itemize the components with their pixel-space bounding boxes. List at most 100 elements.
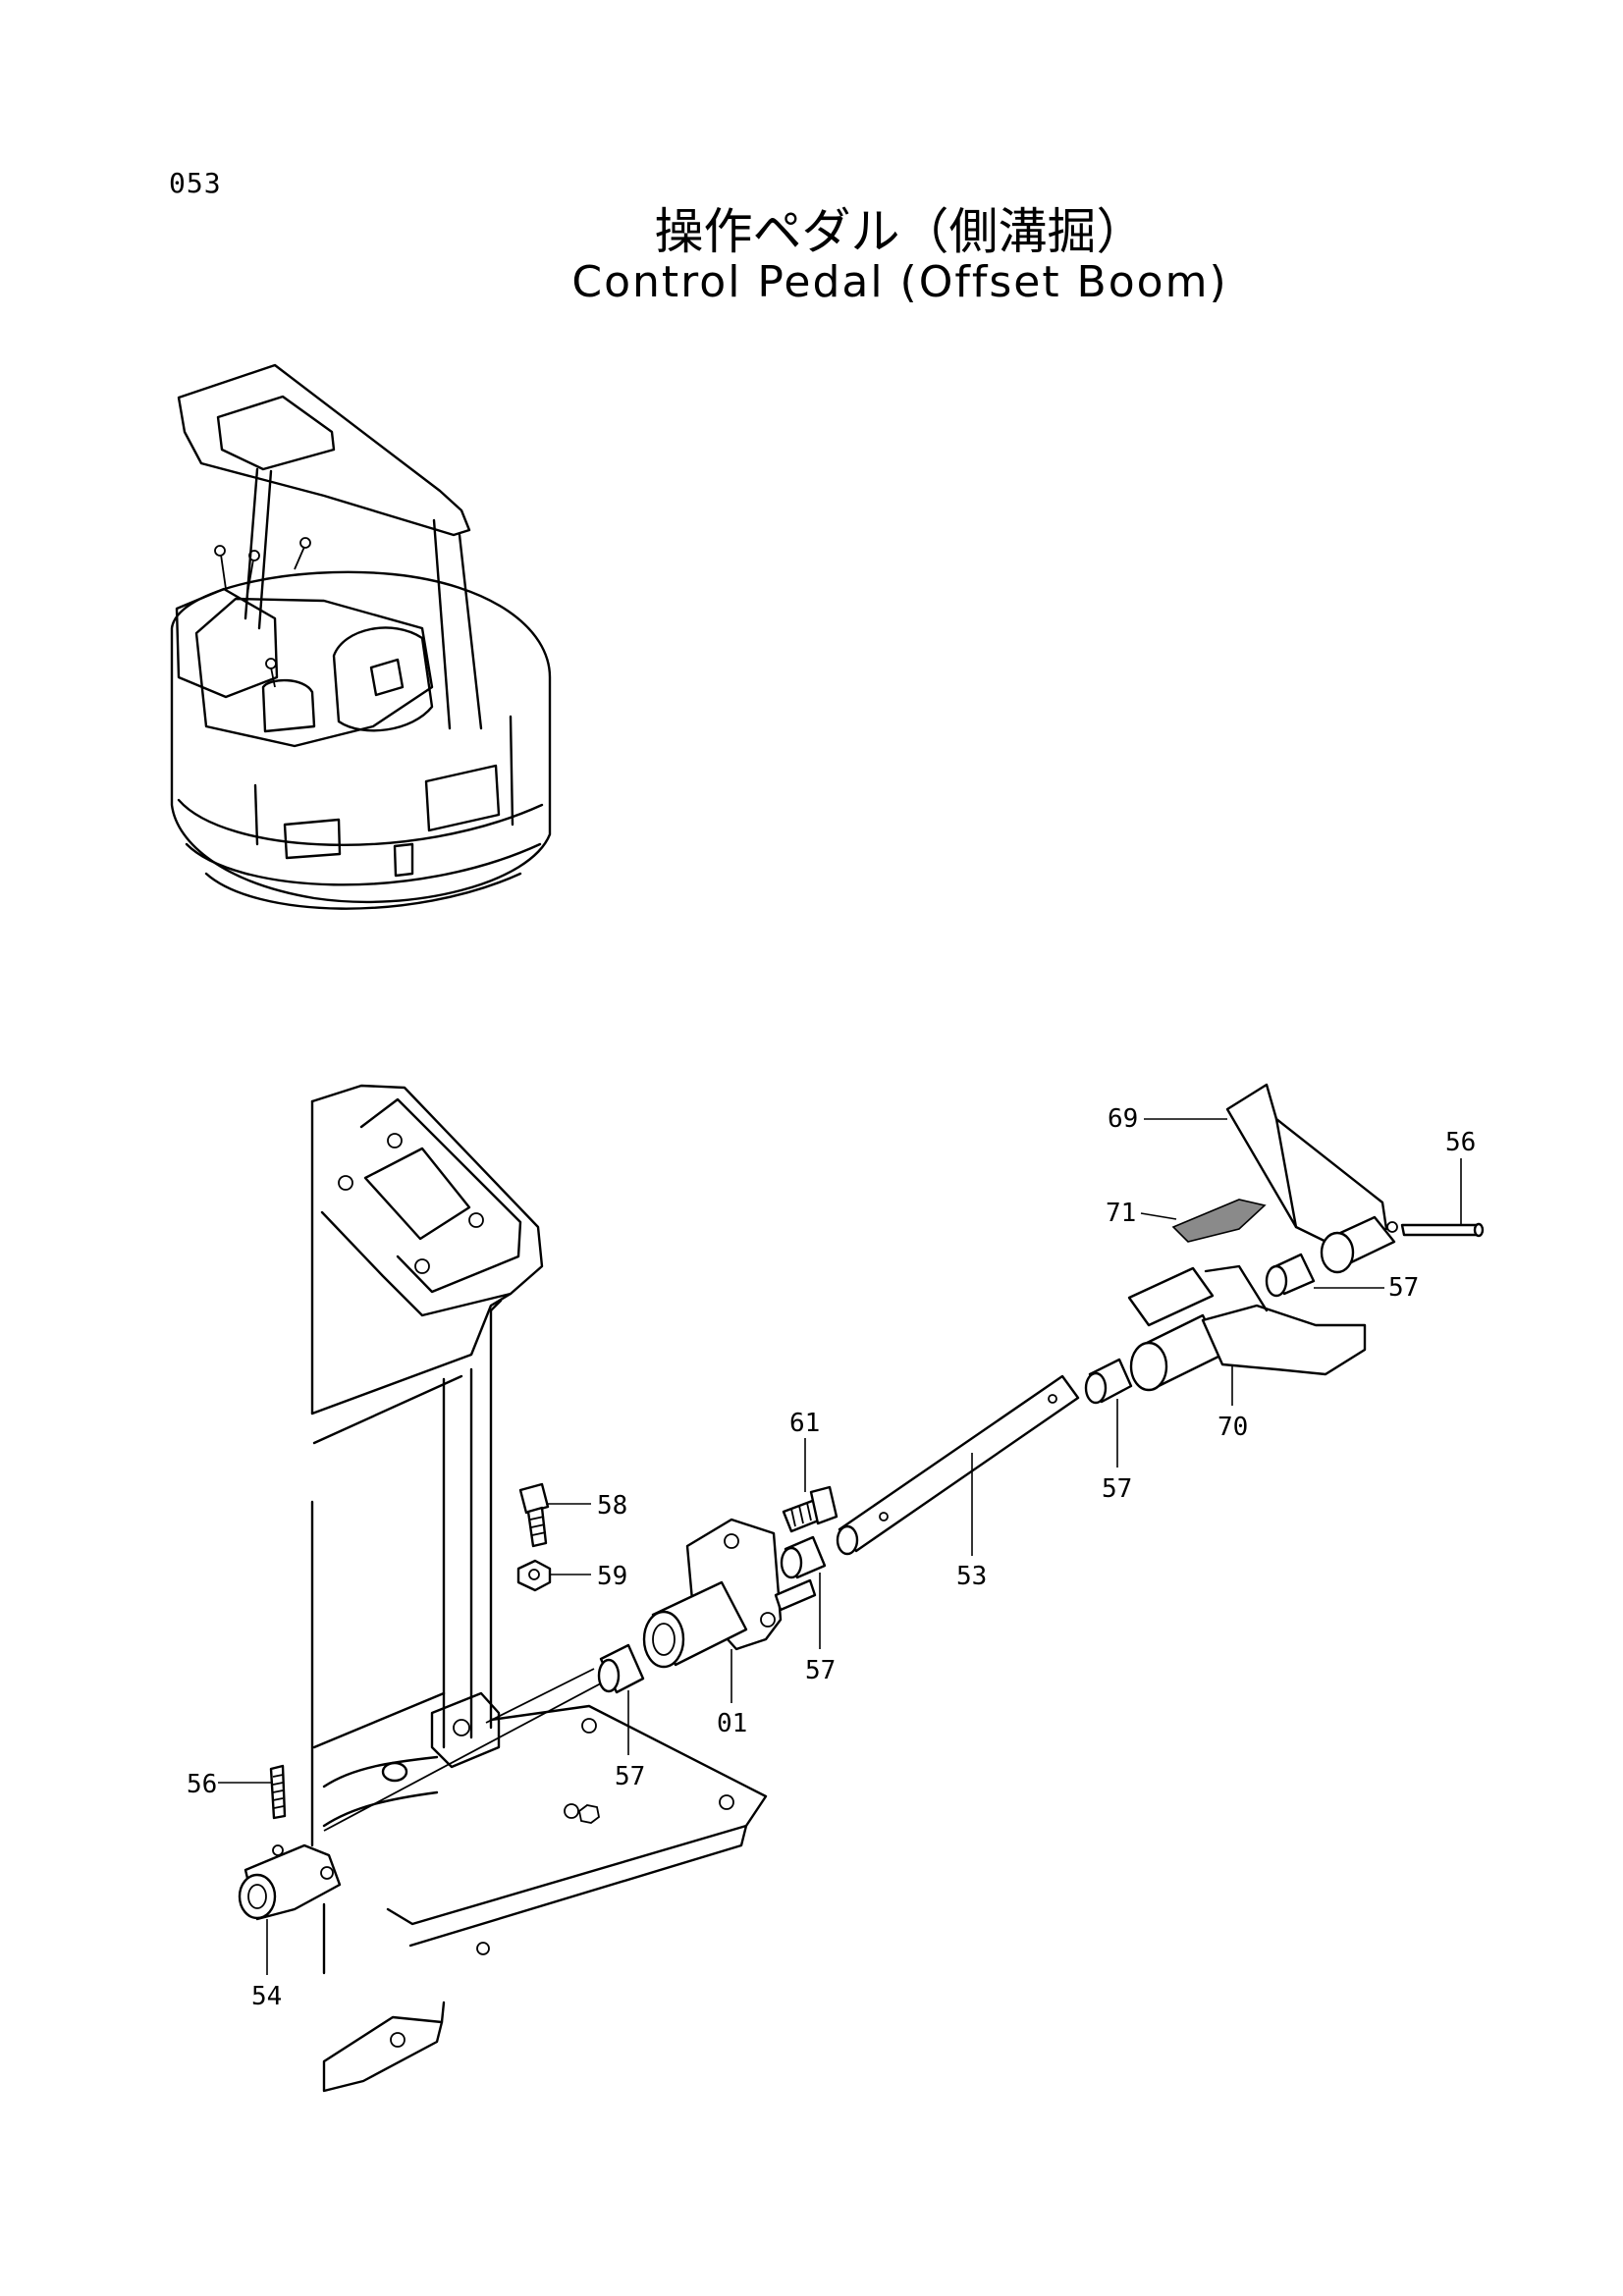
base-plate	[386, 1704, 768, 1926]
lever-4	[270, 667, 276, 688]
part-56-pin-upper	[1400, 1223, 1482, 1237]
part-71-pedal-pad	[1171, 1199, 1267, 1243]
callout-01: 01	[717, 1709, 747, 1738]
base-nut	[578, 1804, 600, 1824]
pivot-block	[430, 1691, 501, 1769]
bottom-bracket-hole	[390, 2032, 406, 2048]
part-58-thread	[529, 1516, 547, 1536]
body-seam-2	[509, 715, 514, 827]
part-70-arm-edge	[1204, 1264, 1269, 1312]
linkage-rod-upper	[322, 1755, 439, 1789]
part-70-pedal-arm	[1201, 1304, 1367, 1376]
base-hole-4	[476, 1942, 490, 1955]
bottom-bracket	[322, 2015, 444, 2093]
pivot-block-hole	[453, 1719, 470, 1736]
frame-back-line	[312, 1691, 446, 1749]
callout-53: 53	[956, 1562, 987, 1591]
frame-plate-opening	[363, 1147, 471, 1241]
callout-57-lower: 57	[615, 1762, 645, 1791]
callout-56-lower: 56	[187, 1770, 217, 1799]
side-handle	[393, 842, 414, 878]
base-plate-edge	[408, 1824, 748, 1948]
frame-wall-edge	[310, 1292, 513, 1415]
canopy-roof	[177, 363, 471, 537]
callout-57-mid: 57	[805, 1656, 836, 1685]
frame-hole-1	[387, 1133, 403, 1148]
part-57-bushing-4-face	[1265, 1264, 1288, 1298]
diagram-title-english: Control Pedal (Offset Boom)	[571, 257, 1228, 307]
canopy-post-left-inner	[257, 469, 273, 630]
part-53-shaft	[838, 1374, 1080, 1553]
part-53-shaft-end	[836, 1524, 859, 1556]
part-57-bushing-2-face	[780, 1546, 803, 1579]
callout-54: 54	[251, 1982, 282, 2011]
machine-overview-illustration	[170, 363, 552, 910]
part-69-boss-face	[1320, 1231, 1355, 1274]
part-53-pin-hole-1	[879, 1512, 889, 1522]
frame-hole-2	[338, 1175, 353, 1191]
part-58-bolt-head	[518, 1482, 550, 1515]
part-54-bore	[247, 1884, 267, 1909]
bottom-bracket-tab	[440, 2001, 446, 2024]
left-control-console	[175, 587, 279, 699]
lever-2	[246, 559, 254, 595]
callout-61: 61	[789, 1409, 820, 1438]
part-61-thread	[790, 1502, 812, 1527]
seat-back-panel	[369, 658, 405, 697]
canopy-post-left	[243, 467, 259, 620]
callout-57-shaft: 57	[1102, 1474, 1132, 1504]
frame-hole-3	[468, 1212, 484, 1228]
linkage-eye	[381, 1761, 408, 1783]
callout-71: 71	[1106, 1199, 1136, 1228]
callout-labels: 69 56 71 57 70 57 61 58 59 53 57 01 57 5…	[187, 1104, 1476, 2011]
canopy-post-right	[432, 518, 452, 730]
part-01-sleeve-bore	[652, 1623, 676, 1656]
base-hole-2	[581, 1718, 597, 1734]
part-54-top-hole	[272, 1844, 284, 1856]
body-belt-line	[177, 798, 544, 846]
part-56-pin-hatch	[272, 1774, 285, 1809]
frame-wall-line	[312, 1374, 463, 1445]
diagram-title-japanese: 操作ペダル（側溝掘）	[654, 203, 1146, 260]
part-69-pedal	[1225, 1083, 1388, 1251]
part-61-bolt-head	[809, 1485, 839, 1525]
frame-mounting-plate	[310, 1084, 544, 1317]
lever-3	[294, 546, 305, 570]
assembly-axis-mid	[485, 1668, 595, 1724]
base-hole-1	[719, 1794, 734, 1810]
frame-plate-inner	[359, 1097, 522, 1294]
frame-column-top	[489, 1299, 503, 1312]
part-01-sleeve-face	[642, 1610, 685, 1669]
part-01-flange-hole-1	[724, 1533, 739, 1549]
callout-69: 69	[1108, 1104, 1138, 1134]
exploded-parts-diagram	[238, 1083, 1485, 2093]
part-69-pedal-fold	[1274, 1117, 1298, 1229]
callout-57-upper: 57	[1388, 1273, 1419, 1303]
part-01-stop-pin	[774, 1578, 817, 1612]
body-lower-line	[185, 842, 542, 886]
side-panel-right	[424, 764, 501, 832]
callout-70: 70	[1217, 1413, 1248, 1442]
lever-1	[220, 554, 227, 590]
assembly-axis-lower	[323, 1668, 629, 1832]
part-70-hub-face	[1129, 1341, 1168, 1392]
callout-56-upper: 56	[1445, 1128, 1476, 1157]
leader-71	[1140, 1212, 1177, 1220]
part-69-pin-hole	[1386, 1221, 1398, 1233]
lever-knob-2	[248, 550, 260, 561]
lever-knob-3	[299, 537, 311, 549]
base-hole-3	[564, 1803, 579, 1819]
callout-59: 59	[597, 1562, 627, 1591]
body-seam-1	[253, 783, 259, 846]
part-01-flange-hole-2	[760, 1612, 776, 1628]
upper-structure-body	[170, 570, 552, 904]
lever-knob-4	[265, 658, 277, 669]
part-56-pin-upper-end	[1473, 1222, 1485, 1238]
cab-floor	[194, 597, 434, 748]
callout-58: 58	[597, 1491, 627, 1521]
part-59-nut-bore	[528, 1569, 540, 1580]
part-54-boss	[238, 1873, 277, 1920]
canopy-post-right-inner	[458, 533, 483, 730]
part-59-nut	[516, 1559, 552, 1592]
